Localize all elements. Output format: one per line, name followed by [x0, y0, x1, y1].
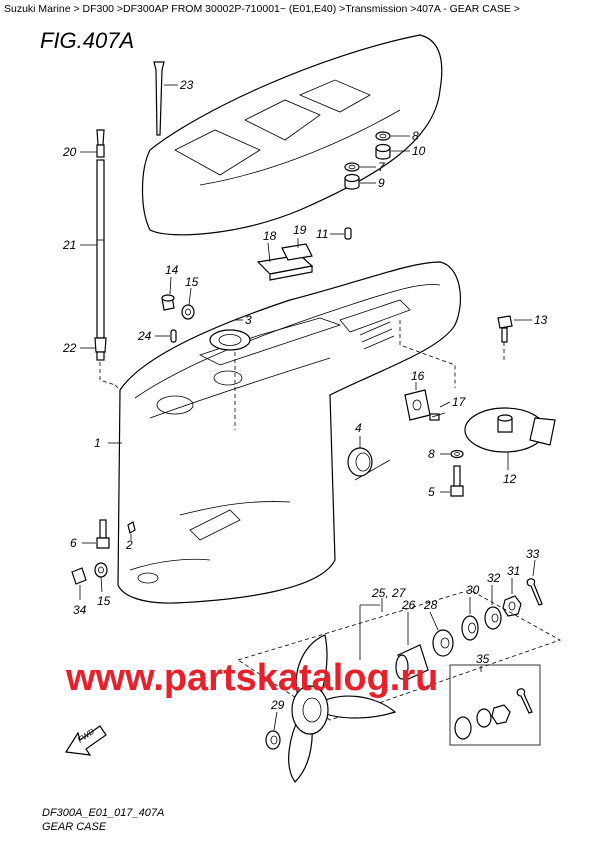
bolt-6: [96, 519, 110, 549]
callout-3: 3: [245, 313, 252, 327]
fwd-arrow-icon: FWD: [64, 725, 107, 756]
figure-title: FIG.407A: [40, 28, 134, 53]
callout-2: 2: [125, 538, 133, 552]
nut-washer-set-upper: [375, 131, 391, 160]
callout-21: 21: [62, 238, 76, 252]
callout-11: 11: [316, 227, 328, 241]
callout-10: 10: [412, 144, 426, 158]
callout-30: 30: [466, 583, 480, 597]
callout-17: 17: [452, 395, 467, 409]
callout-29: 29: [270, 698, 285, 712]
gear-case-housing: [117, 261, 461, 604]
breadcrumb: Suzuki Marine > DF300 >DF300AP FROM 3000…: [4, 3, 520, 15]
cotter-pin-33: [526, 578, 543, 606]
callout-35: 35: [476, 652, 490, 666]
nut-washer-set-lower: [344, 162, 360, 190]
callout-4: 4: [355, 421, 362, 435]
trim-tab: [464, 407, 556, 453]
callout-16: 16: [411, 369, 425, 383]
spacer-28: [432, 629, 454, 657]
drain-plug-lower: [71, 562, 108, 585]
callout-34: 34: [73, 603, 87, 617]
hardware-kit-35: [454, 688, 533, 740]
footer-code: DF300A_E01_017_407A: [42, 807, 164, 819]
callout-31: 31: [507, 564, 520, 578]
callout-32: 32: [487, 571, 501, 585]
callout-6: 6: [70, 536, 77, 550]
callout-1: 1: [94, 436, 101, 450]
driveshaft-tube: [94, 129, 107, 361]
thrust-bushing-26: [395, 644, 429, 681]
callout-13: 13: [534, 313, 548, 327]
callout-33: 33: [526, 547, 540, 561]
callout-5: 5: [428, 485, 435, 499]
bracket-16: [404, 389, 431, 421]
screw-17: [429, 412, 446, 421]
callout-20: 20: [62, 145, 77, 159]
callout-23: 23: [179, 78, 194, 92]
bolt-13: [497, 315, 513, 343]
callout-12: 12: [503, 472, 517, 486]
bolt-5: [450, 465, 464, 497]
callout-18: 18: [263, 229, 277, 243]
callout-9: 9: [378, 176, 385, 190]
callout-25-27: 25, 27: [371, 586, 407, 600]
prop-washer-30: [461, 615, 479, 641]
callout-19: 19: [293, 223, 307, 237]
callout-24: 24: [137, 329, 152, 343]
seal-ring: [347, 447, 373, 477]
callout-14: 14: [165, 263, 179, 277]
callout-15-upper: 15: [185, 275, 199, 289]
footer-caption: GEAR CASE: [42, 821, 107, 833]
prop-nut-31: [502, 595, 522, 617]
tie-strap: [153, 61, 165, 136]
anode-plate: [256, 243, 314, 281]
upper-cover: [141, 34, 443, 236]
callout-7: 7: [378, 160, 386, 174]
watermark: www.partskatalog.ru: [65, 657, 438, 699]
drain-plug-upper: [161, 294, 195, 320]
callout-15-lower: 15: [97, 594, 111, 608]
propeller: [265, 634, 397, 783]
hardware-kit-box: [449, 664, 541, 746]
callout-8-lower: 8: [428, 447, 435, 461]
callout-8-upper: 8: [412, 129, 419, 143]
callout-22: 22: [62, 341, 77, 355]
callout-26: 26: [401, 598, 416, 612]
prop-washer-32: [484, 606, 502, 630]
callout-28: 28: [423, 598, 438, 612]
